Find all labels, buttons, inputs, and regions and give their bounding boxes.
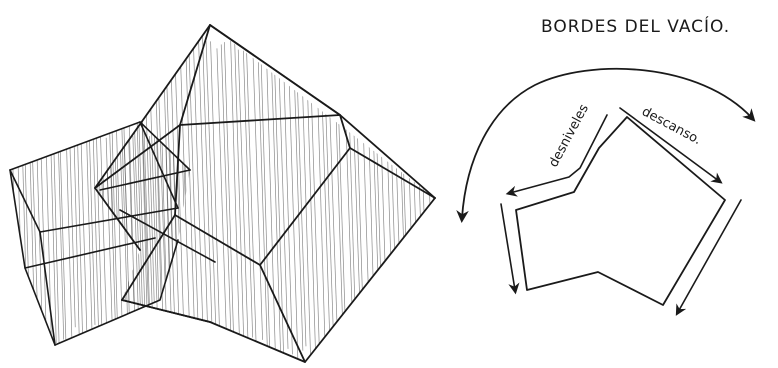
hatch-stroke: [397, 46, 407, 353]
hatch-stroke: [5, 127, 11, 347]
cubes-sketch: [5, 20, 446, 365]
right-edge-arrow: [678, 200, 741, 312]
hatch-stroke: [73, 114, 79, 343]
hatch-stroke: [131, 32, 141, 342]
diagram-title: BORDES DEL VACÍO.: [541, 15, 730, 37]
hatch-stroke: [66, 124, 72, 343]
hatch-stroke: [373, 23, 383, 359]
hatch-stroke: [405, 38, 415, 364]
label-desnivel: desniveles: [546, 102, 592, 170]
hatch-stroke: [410, 34, 420, 364]
hatch-stroke: [144, 29, 154, 359]
curved-arrow: [462, 69, 752, 218]
hatch-stroke: [400, 46, 410, 356]
hatch-stroke: [328, 49, 338, 345]
hatch-stroke: [230, 24, 240, 363]
hatch-stroke: [199, 40, 209, 359]
hatch-stroke: [77, 113, 83, 349]
hatch-stroke: [107, 42, 117, 344]
hatch-stroke: [282, 24, 292, 354]
hatch-stroke: [424, 20, 434, 336]
left-edge-arrow: [501, 204, 515, 290]
hatch-stroke: [432, 31, 442, 337]
hatch-stroke: [12, 136, 18, 332]
hatch-stroke: [258, 40, 268, 357]
hatch-stroke: [111, 30, 121, 356]
hatch-stroke: [266, 25, 276, 363]
hatch-stroke: [388, 31, 398, 350]
hatch-stroke: [253, 42, 263, 340]
hatch-stroke: [86, 120, 92, 337]
hatch-stroke: [29, 125, 35, 345]
edge-arrows: [501, 108, 741, 312]
hatch-stroke: [366, 22, 376, 361]
hatch-stroke: [100, 133, 106, 324]
hatch-stroke: [8, 123, 14, 335]
hatch-stroke: [278, 39, 288, 349]
hatch-stroke: [21, 112, 27, 335]
label-descanso: descanso.: [639, 104, 703, 148]
hatch-stroke: [301, 29, 311, 364]
hatch-stroke: [383, 21, 393, 344]
hatch-stroke: [392, 26, 402, 338]
hatch-stroke: [370, 40, 380, 343]
hatch-stroke: [293, 29, 303, 351]
hatch-stroke: [193, 45, 203, 345]
hatch-stroke: [93, 123, 99, 342]
hatch-stroke: [149, 49, 159, 365]
hatch-stroke: [274, 37, 284, 355]
void-edges-diagram: BORDES DEL VACÍO. desniveles descanso.: [462, 15, 752, 312]
hatch-stroke: [336, 45, 346, 356]
hatch-stroke: [436, 43, 446, 354]
hatch-stroke: [180, 47, 190, 344]
hatch-stroke: [333, 25, 343, 345]
hatch-stroke: [378, 43, 388, 364]
hatch-stroke: [361, 44, 371, 361]
